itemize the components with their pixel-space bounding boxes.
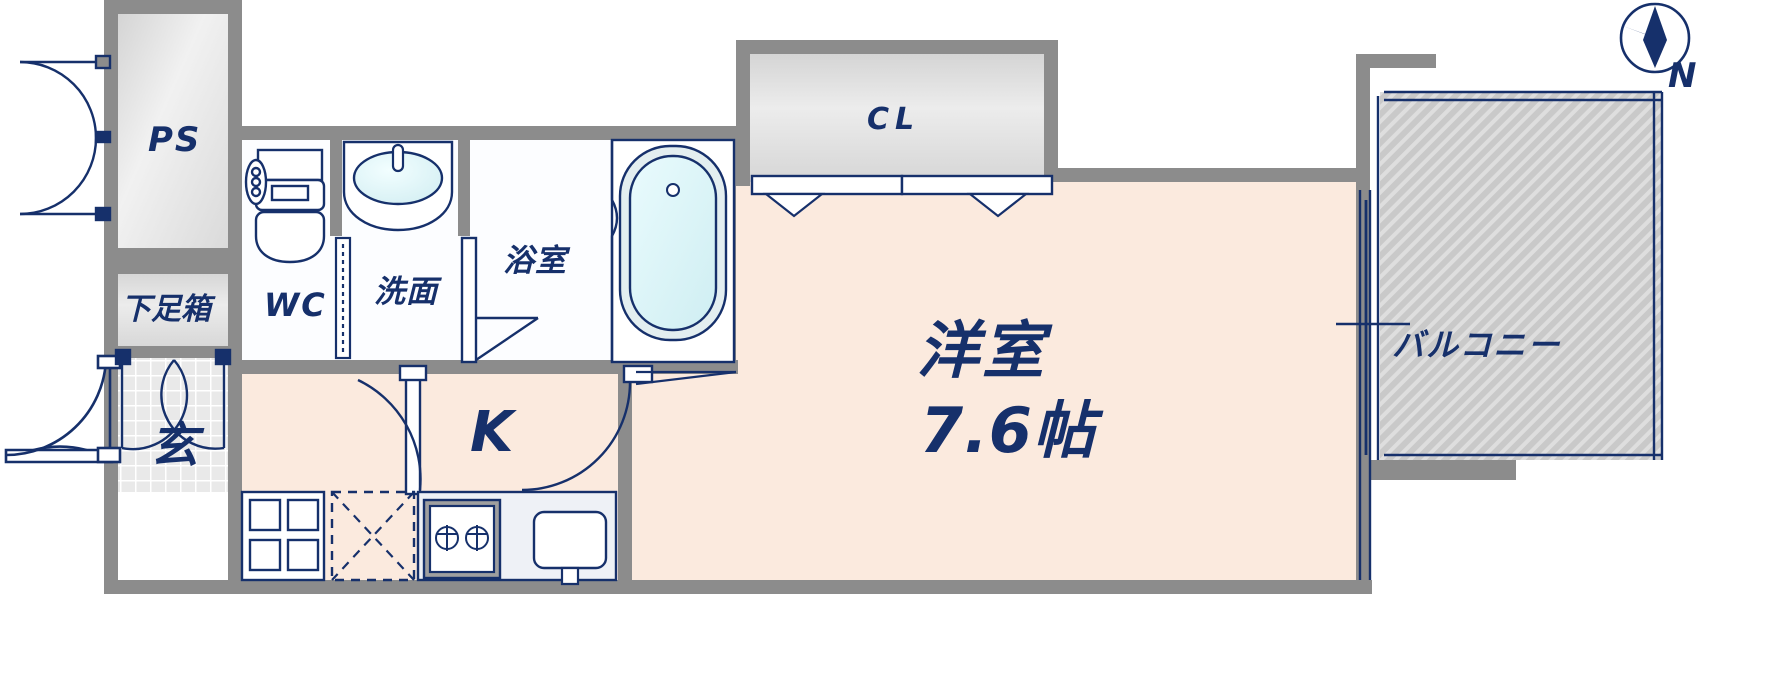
room-label-ps: PS [148, 120, 202, 160]
room-label-kitchen: K [470, 400, 516, 465]
closet-doors [750, 174, 1054, 218]
bathtub-fixture [610, 138, 736, 364]
balcony-window [1336, 90, 1664, 580]
room-label-geta-bako: 下足箱 [121, 292, 211, 327]
washing-machine-space [240, 490, 326, 582]
room-label-wc: WC [264, 286, 327, 324]
floor-fills [118, 12, 1662, 594]
room-label-washitsu: 洋室 [917, 314, 1048, 387]
room-label-genkan: 玄 [150, 418, 201, 474]
entrance-door [4, 354, 122, 464]
room-label-yokushitsu: 浴室 [503, 243, 567, 279]
washbasin-fixture [342, 140, 454, 232]
room-label-closet: CL [867, 102, 921, 137]
ps-doors [19, 54, 112, 222]
room-label-balcony: バルコニー [1392, 326, 1562, 364]
compass-north-label: N [1668, 56, 1697, 96]
compass-icon [1619, 2, 1691, 74]
kitchen-counter [416, 490, 618, 586]
wc-door [334, 236, 352, 360]
genkan-cabinet-doors [114, 348, 232, 451]
room-entry-door [521, 364, 737, 492]
refrigerator-space [330, 490, 416, 582]
room-label-senmen: 洗面 [374, 274, 438, 310]
toilet-fixture [244, 148, 326, 264]
room-size-washitsu: 7.6帖 [920, 394, 1096, 467]
senmen-door [460, 236, 539, 364]
